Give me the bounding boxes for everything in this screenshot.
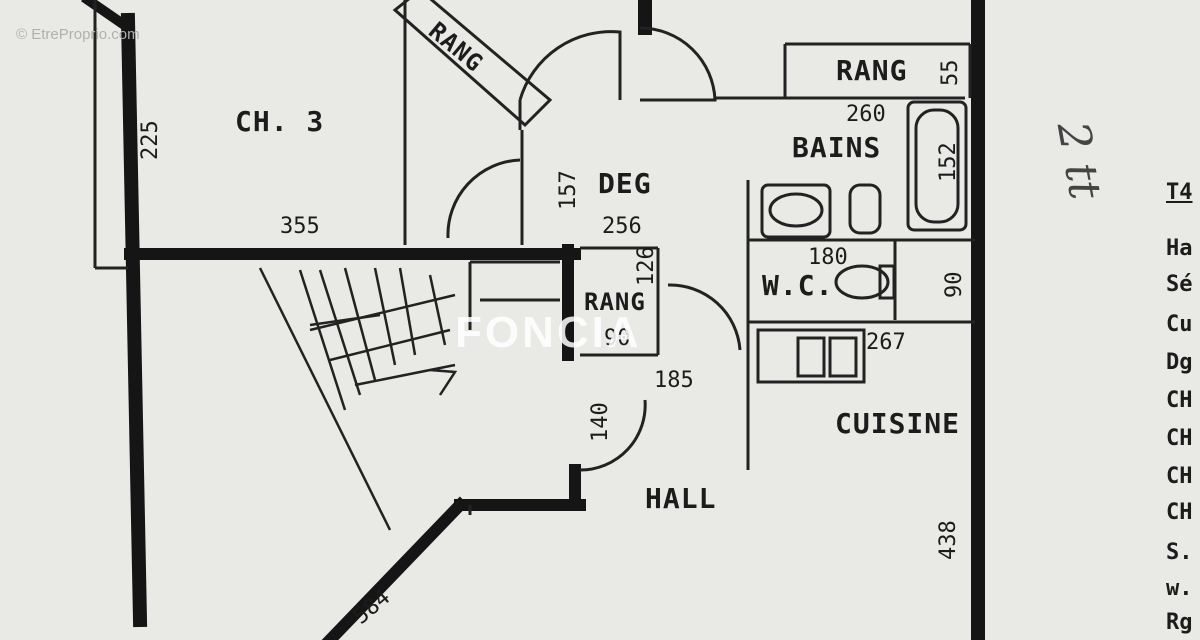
wall-top-corner — [81, 0, 127, 29]
legend-item: CH — [1166, 426, 1193, 451]
dim-90-wc: 90 — [942, 271, 967, 299]
dim-185: 185 — [654, 368, 694, 393]
legend-item: T4 — [1166, 180, 1193, 205]
room-ch3-label: CH. 3 — [235, 105, 325, 138]
dim-267: 267 — [866, 330, 906, 355]
dim-225: 225 — [138, 120, 163, 160]
room-wc-label: W.C. — [762, 269, 834, 302]
legend-item: Ha — [1166, 236, 1193, 261]
dim-180: 180 — [808, 245, 848, 270]
dim-256: 256 — [602, 214, 642, 239]
dim-438: 438 — [936, 520, 961, 560]
dim-152: 152 — [936, 142, 961, 182]
legend-item: Rg — [1166, 610, 1193, 635]
foncia-logo: FONCIA — [455, 308, 642, 357]
legend-item: Sé — [1166, 272, 1193, 297]
legend-item: Cu — [1166, 312, 1193, 337]
dim-55: 55 — [938, 59, 963, 87]
legend-item: CH — [1166, 464, 1193, 489]
legend-item: w. — [1166, 576, 1193, 601]
wall-diagonal — [321, 496, 469, 640]
dim-140: 140 — [588, 402, 613, 442]
room-rang-hall-label: RANG — [584, 288, 646, 316]
wall-left — [120, 12, 148, 628]
legend-item: CH — [1166, 500, 1193, 525]
room-bains-label: BAINS — [792, 131, 882, 164]
legend-item: CH — [1166, 388, 1193, 413]
legend-item: S. — [1166, 540, 1193, 565]
dim-126: 126 — [634, 246, 659, 286]
room-hall-label: HALL — [645, 482, 717, 515]
legend-item: Dg — [1166, 350, 1193, 375]
room-cuisine-label: CUISINE — [835, 407, 961, 440]
dim-355: 355 — [280, 214, 320, 239]
room-deg-label: DEG — [598, 167, 652, 200]
dim-157: 157 — [556, 170, 581, 210]
room-rang-top-label: RANG — [836, 54, 908, 87]
dim-260: 260 — [846, 102, 886, 127]
watermark: © EtreProprio.com — [16, 26, 140, 43]
dim-90-rang: 90 — [604, 326, 631, 351]
